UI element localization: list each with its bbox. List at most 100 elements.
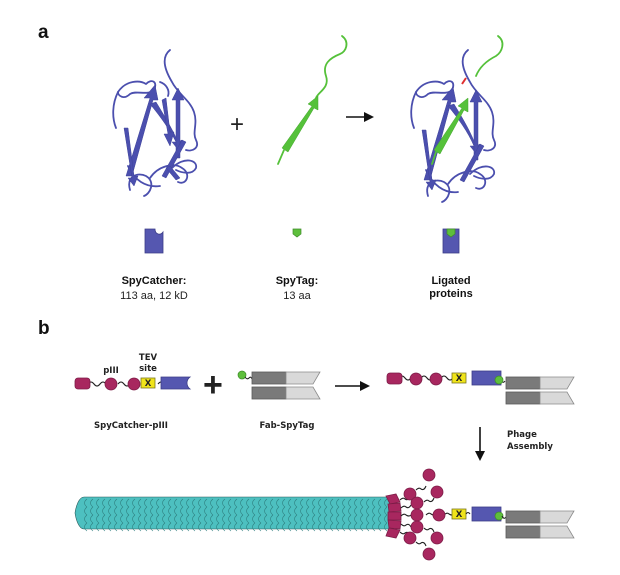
coat-scale xyxy=(240,514,244,524)
coat-scale xyxy=(324,506,328,516)
coat-scale xyxy=(378,522,382,532)
coat-scale xyxy=(84,498,88,508)
coat-scale xyxy=(228,514,232,524)
coat-scale xyxy=(270,514,274,524)
coat-scale xyxy=(312,522,316,532)
coat-scale xyxy=(360,522,364,532)
coat-scale xyxy=(174,498,178,508)
fab-light-chain-vl xyxy=(251,386,287,400)
coat-scale xyxy=(174,514,178,524)
piii-label: pIII xyxy=(103,366,119,376)
coat-scale xyxy=(234,506,238,516)
coat-scale xyxy=(114,506,118,516)
ligated-cartoon-icon xyxy=(442,228,460,254)
coat-scale xyxy=(246,506,250,516)
coat-scale xyxy=(144,498,148,508)
coat-scale xyxy=(252,498,256,508)
coat-scale xyxy=(348,506,352,516)
coat-scale xyxy=(114,514,118,524)
coat-scale xyxy=(198,514,202,524)
coat-scale xyxy=(258,514,262,524)
coat-scale xyxy=(366,498,370,508)
fab-heavy-chain-ch xyxy=(285,371,321,385)
coat-scale xyxy=(372,498,376,508)
coat-scale xyxy=(222,522,226,532)
tev-mark-product: X xyxy=(456,374,463,384)
plus-operator-a: + xyxy=(230,111,244,138)
coat-scale xyxy=(342,498,346,508)
spytag-cartoon-icon xyxy=(292,228,302,238)
coat-scale xyxy=(108,498,112,508)
coat-scale xyxy=(96,514,100,524)
coat-scale xyxy=(264,522,268,532)
coat-scale xyxy=(270,498,274,508)
coat-scale xyxy=(324,522,328,532)
fab-spytag-label: Fab-SpyTag xyxy=(260,421,315,431)
coat-scale xyxy=(150,514,154,524)
coat-scale xyxy=(288,514,292,524)
coat-scale xyxy=(120,506,124,516)
coat-scale xyxy=(168,498,172,508)
coat-scale xyxy=(150,522,154,532)
spytag-title: SpyTag: xyxy=(276,275,319,287)
coat-scale xyxy=(240,522,244,532)
coat-scale xyxy=(120,498,124,508)
tev-mark: X xyxy=(145,379,152,389)
coat-scale xyxy=(372,506,376,516)
coat-scale xyxy=(138,522,142,532)
coat-scale xyxy=(348,498,352,508)
coat-scale xyxy=(276,514,280,524)
coat-scale xyxy=(102,498,106,508)
coat-scale xyxy=(282,506,286,516)
piii-domain-2 xyxy=(127,377,141,391)
coat-scale xyxy=(378,498,382,508)
coat-scale xyxy=(360,498,364,508)
coat-scale xyxy=(342,522,346,532)
coat-scale xyxy=(90,514,94,524)
coat-scale xyxy=(102,522,106,532)
coat-scale xyxy=(132,522,136,532)
coat-scale xyxy=(150,498,154,508)
coat-scale xyxy=(156,506,160,516)
coat-scale xyxy=(156,498,160,508)
coat-scale xyxy=(174,506,178,516)
coat-scale xyxy=(246,522,250,532)
coat-scale xyxy=(162,522,166,532)
coat-scale xyxy=(162,506,166,516)
coat-scale xyxy=(174,522,178,532)
coat-scale xyxy=(294,506,298,516)
phage-body xyxy=(74,496,391,530)
coat-scale xyxy=(300,498,304,508)
tev-mark-phage: X xyxy=(456,510,463,520)
coat-scale xyxy=(192,506,196,516)
fab-heavy-chain-vh xyxy=(251,371,287,385)
coat-scale xyxy=(126,522,130,532)
coat-scale xyxy=(138,514,142,524)
coat-scale xyxy=(348,514,352,524)
coat-scale xyxy=(186,498,190,508)
panel-b-letter: b xyxy=(38,318,50,339)
coat-scale xyxy=(246,498,250,508)
coat-scale xyxy=(336,498,340,508)
coat-scale xyxy=(114,498,118,508)
coat-scale xyxy=(228,522,232,532)
coat-scale xyxy=(372,522,376,532)
coat-scale xyxy=(300,522,304,532)
coat-scale xyxy=(156,514,160,524)
piii-domain-n xyxy=(74,377,91,390)
coat-scale xyxy=(306,514,310,524)
spytag-subtitle: 13 aa xyxy=(283,290,311,302)
coat-scale xyxy=(300,514,304,524)
coat-scale xyxy=(360,514,364,524)
coat-scale xyxy=(168,514,172,524)
tev-label-line1: TEV xyxy=(139,353,158,363)
coat-scale xyxy=(366,522,370,532)
coat-scale xyxy=(192,522,196,532)
coat-scale xyxy=(318,506,322,516)
coat-scale xyxy=(270,506,274,516)
coat-scale xyxy=(282,498,286,508)
spytag-dot xyxy=(237,370,247,380)
coat-scale xyxy=(312,514,316,524)
tev-label-line2: site xyxy=(139,364,157,374)
